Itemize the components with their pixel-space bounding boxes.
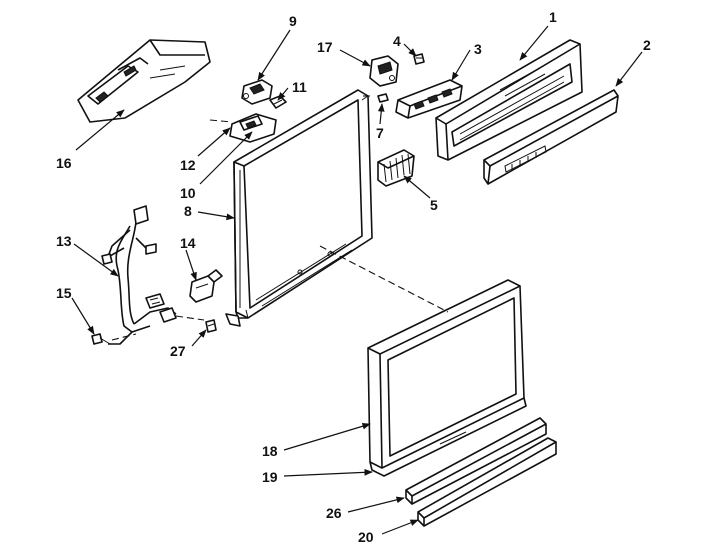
part-19-panel-edge [369, 397, 527, 477]
callout-15: 15 [56, 285, 72, 301]
callout-8: 8 [184, 203, 192, 219]
part-17-bracket [369, 55, 399, 87]
part-15-screw [91, 333, 111, 345]
leader-lines [71, 25, 643, 535]
part-14-sensor [189, 269, 223, 303]
callout-5: 5 [430, 197, 438, 213]
part-16-bracket [77, 39, 211, 123]
callout-18: 18 [262, 443, 278, 459]
part-13-wire-harness [101, 205, 177, 345]
part-8-door-frame [225, 89, 373, 327]
part-27-clip [205, 319, 217, 333]
part-3-control-module [395, 79, 463, 119]
part-9-switch [241, 79, 273, 105]
callout-7: 7 [376, 125, 384, 141]
part-26-lower-trim [405, 417, 547, 505]
part-2-trim-strip [483, 89, 619, 185]
callout-9: 9 [289, 13, 297, 29]
callouts: 9 11 17 4 3 1 2 7 5 12 10 8 16 13 14 15 … [56, 9, 651, 545]
callout-4: 4 [393, 33, 401, 49]
callout-16: 16 [56, 155, 72, 171]
part-10-latch [229, 113, 277, 143]
callout-10: 10 [180, 185, 196, 201]
callout-19: 19 [262, 469, 278, 485]
callout-1: 1 [549, 9, 557, 25]
callout-26: 26 [326, 505, 342, 521]
part-11-clip [269, 95, 287, 109]
callout-12: 12 [180, 157, 196, 173]
callout-14: 14 [180, 235, 196, 251]
callout-17: 17 [317, 39, 333, 55]
part-7-pin [377, 93, 389, 103]
callout-2: 2 [643, 37, 651, 53]
callout-13: 13 [56, 233, 72, 249]
assembly-lines [111, 95, 449, 341]
callout-3: 3 [474, 41, 482, 57]
callout-11: 11 [292, 79, 307, 95]
callout-27: 27 [170, 343, 186, 359]
callout-20: 20 [358, 529, 374, 545]
part-1-control-panel [435, 39, 583, 161]
